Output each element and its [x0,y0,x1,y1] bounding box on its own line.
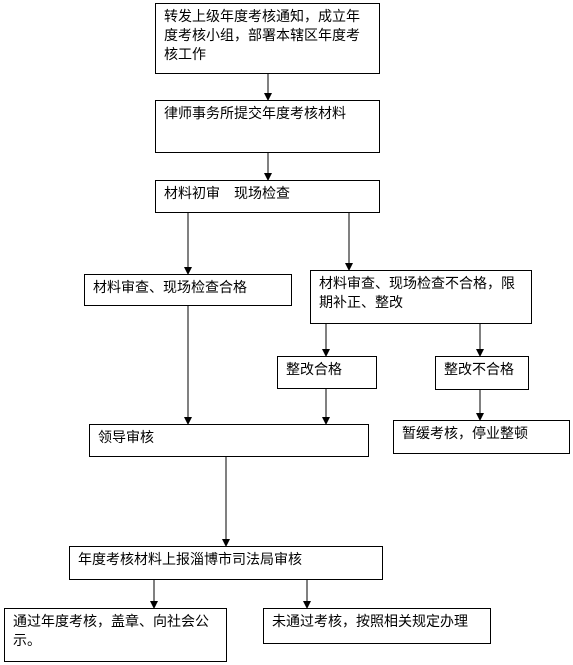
step-check-pass-text: 材料审查、现场检查合格 [93,280,247,296]
step-suspend-text: 暂缓考核，停业整顿 [402,426,528,442]
step-passed-text: 通过年度考核，盖章、向社会公示。 [13,614,209,649]
step-report-to-bureau: 年度考核材料上报淄博市司法局审核 [69,546,383,580]
step-leader-review: 领导审核 [89,424,369,457]
step-rectify-pass: 整改合格 [277,356,377,389]
step-initial-review: 材料初审 现场检查 [155,180,380,213]
step-submit-materials: 律师事务所提交年度考核材料 [155,100,380,153]
step-not-passed-text: 未通过考核，按照相关规定办理 [272,614,468,630]
step-rectify-fail-text: 整改不合格 [444,362,514,378]
step-leader-review-text: 领导审核 [98,430,154,446]
step-forward-notice-text: 转发上级年度考核通知，成立年度考核小组，部署本辖区年度考核工作 [164,9,360,63]
step-initial-review-text: 材料初审 现场检查 [164,186,290,202]
step-forward-notice: 转发上级年度考核通知，成立年度考核小组，部署本辖区年度考核工作 [155,3,380,74]
step-submit-materials-text: 律师事务所提交年度考核材料 [164,106,346,122]
step-report-to-bureau-text: 年度考核材料上报淄博市司法局审核 [78,552,302,568]
step-rectify-pass-text: 整改合格 [286,362,342,378]
step-suspend: 暂缓考核，停业整顿 [393,420,570,454]
step-check-fail: 材料审查、现场检查不合格，限期补正、整改 [310,270,532,324]
step-check-pass: 材料审查、现场检查合格 [84,274,292,306]
step-check-fail-text: 材料审查、现场检查不合格，限期补正、整改 [319,276,515,311]
step-rectify-fail: 整改不合格 [435,356,529,390]
step-not-passed: 未通过考核，按照相关规定办理 [263,608,491,644]
step-passed: 通过年度考核，盖章、向社会公示。 [4,608,227,662]
